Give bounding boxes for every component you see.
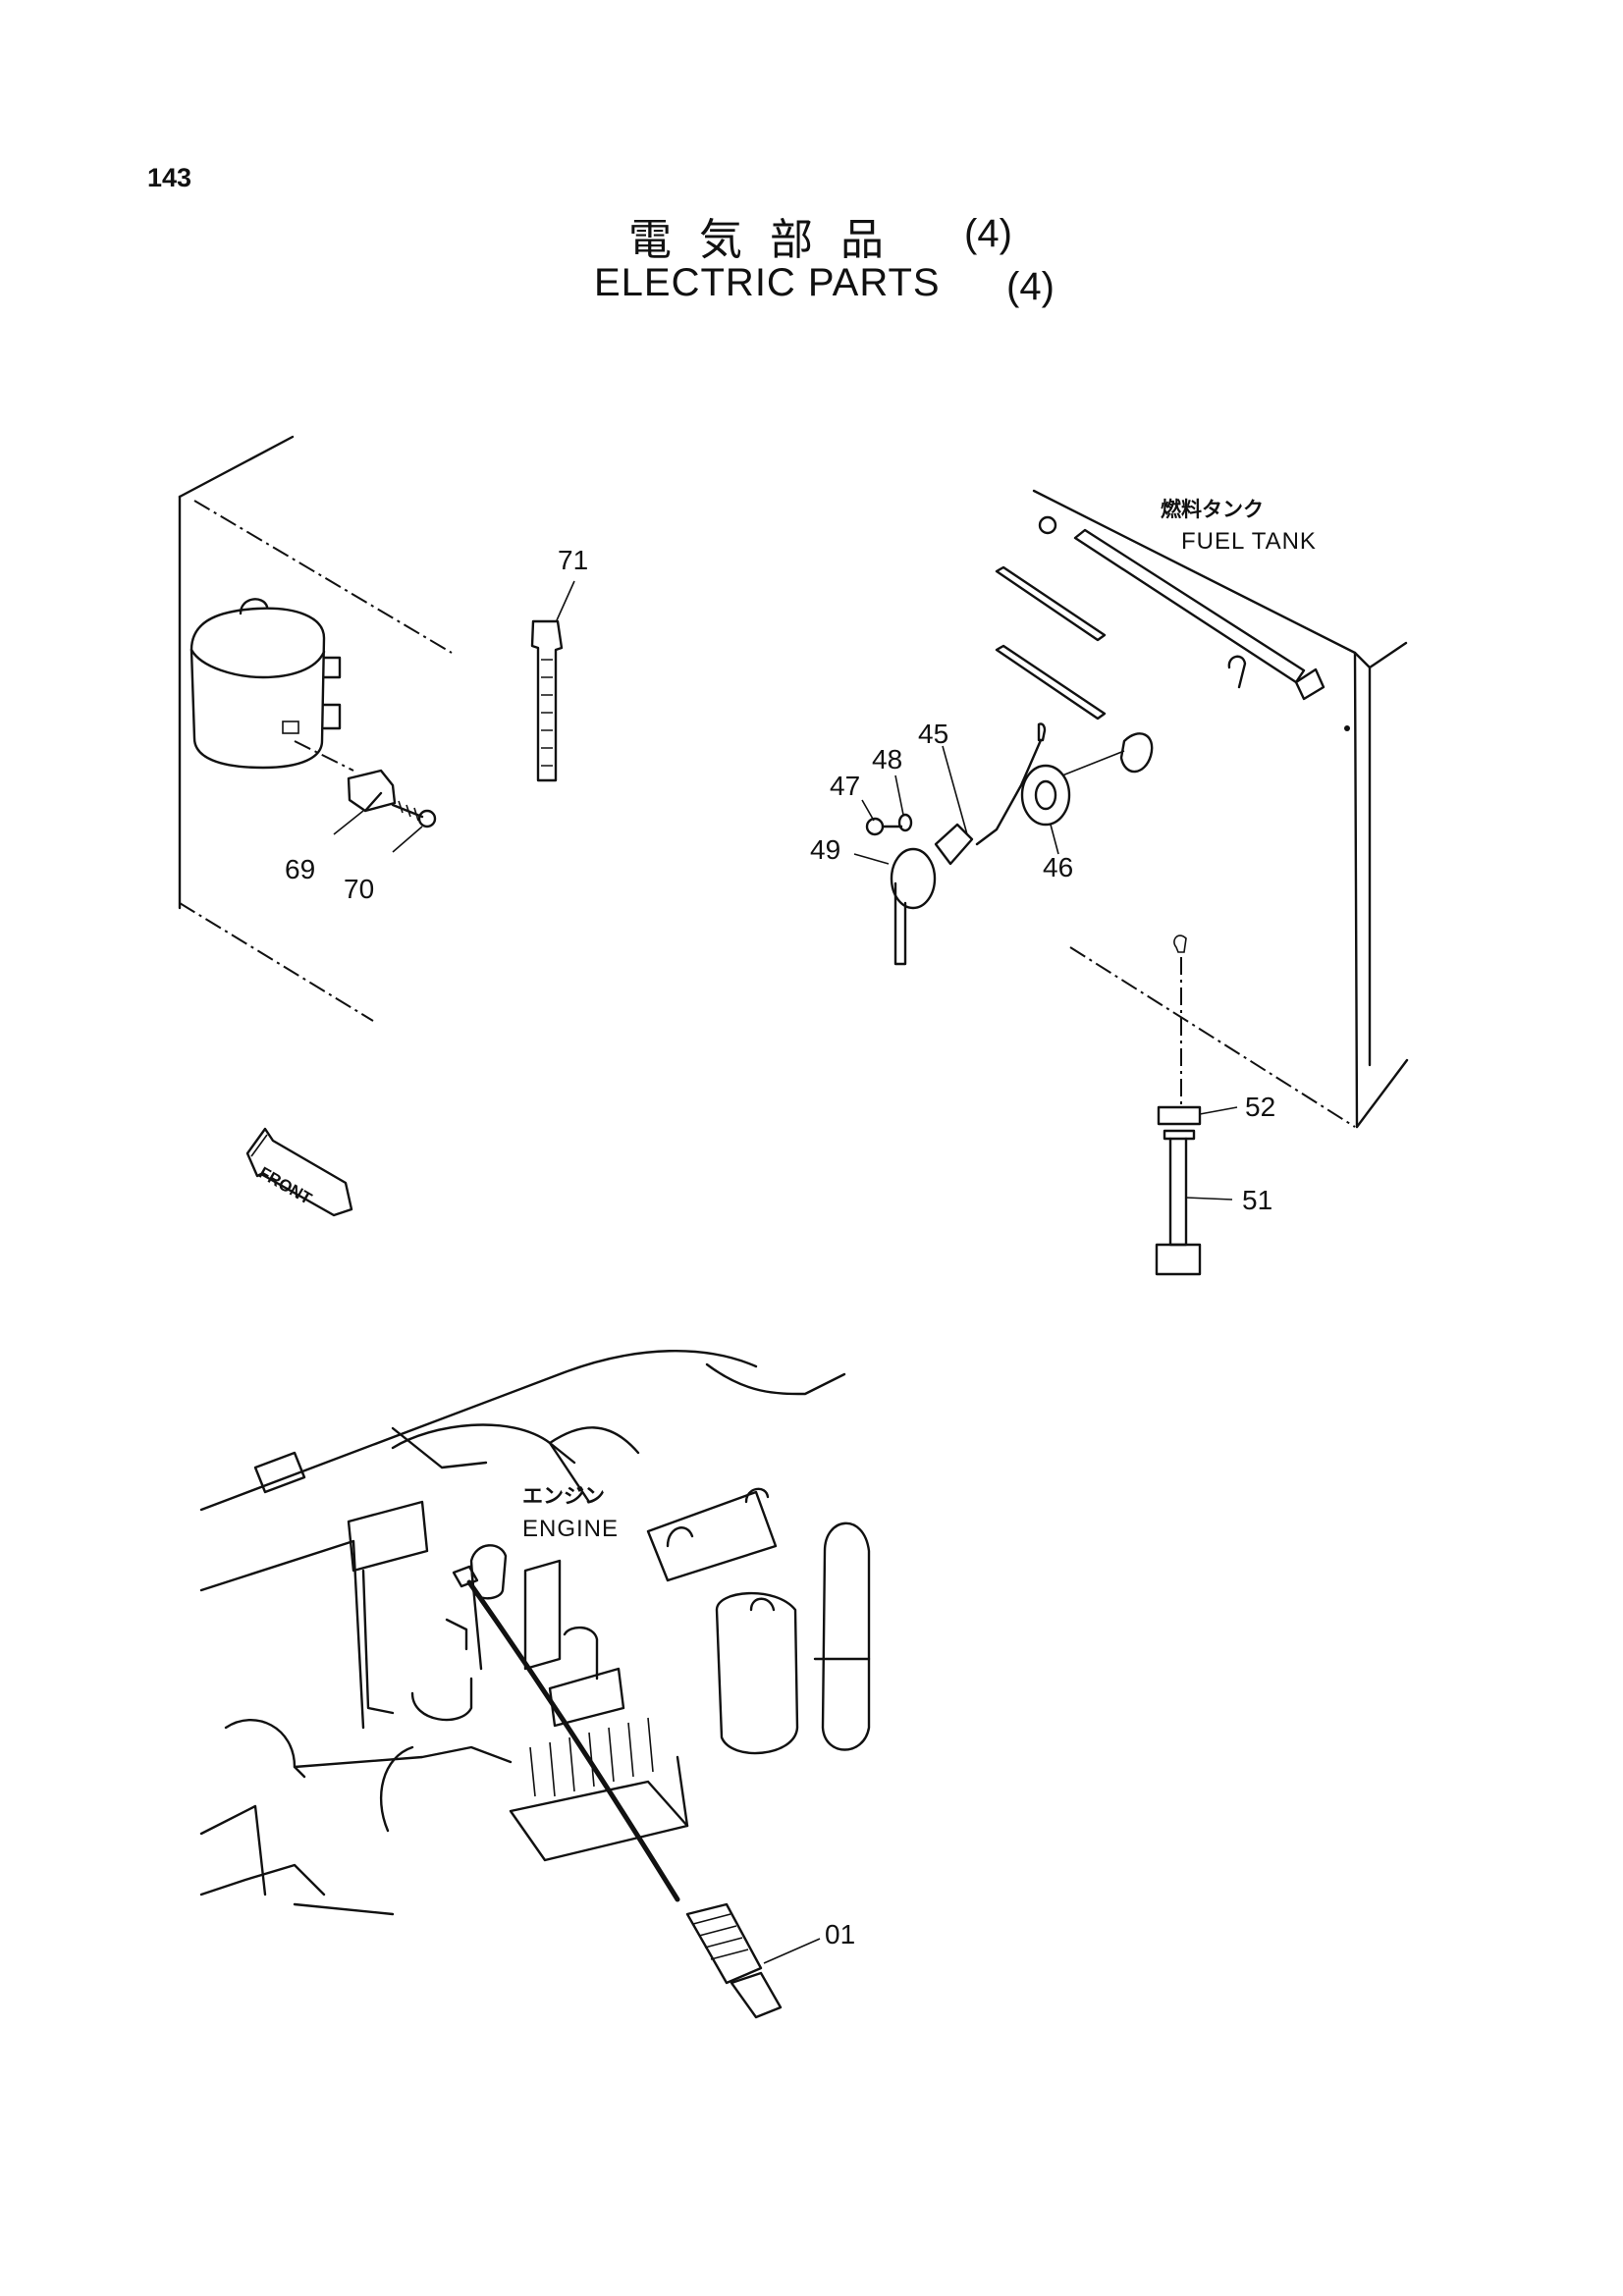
fuel-tank <box>1032 489 1409 1129</box>
part-number-51[interactable]: 51 <box>1242 1185 1273 1215</box>
washer-48 <box>894 774 913 832</box>
engine-block <box>199 1349 871 1916</box>
part-number-69[interactable]: 69 <box>285 854 316 884</box>
page-title-english-section: (4) <box>1006 265 1055 308</box>
part-number-45[interactable]: 45 <box>918 719 949 749</box>
fuel-tank-label-en: FUEL TANK <box>1181 528 1317 555</box>
reservoir-tank <box>189 598 342 770</box>
part-number-46[interactable]: 46 <box>1043 852 1074 882</box>
bracket-69 <box>294 740 397 835</box>
part-number-70[interactable]: 70 <box>344 874 375 904</box>
level-sender-45 <box>934 722 1047 866</box>
part-number-47[interactable]: 47 <box>830 771 861 801</box>
page-number: 143 <box>147 163 192 192</box>
part-number-48[interactable]: 48 <box>872 744 903 774</box>
fuel-tank-label-jp: 燃料タンク <box>1161 498 1264 521</box>
cable-tie-71 <box>530 580 575 782</box>
drain-valve-51-52 <box>1155 934 1238 1276</box>
gasket-46 <box>1020 732 1154 855</box>
part-number-52[interactable]: 52 <box>1245 1092 1276 1122</box>
part-number-71[interactable]: 71 <box>558 545 589 575</box>
bolt-70 <box>391 800 437 853</box>
temperature-sender-01 <box>452 1565 821 2019</box>
left-frame-panel <box>178 435 453 1022</box>
page-title-english: ELECTRIC PARTS <box>594 261 941 304</box>
page-title-japanese: 電気部品 <box>628 215 911 265</box>
screw-47 <box>861 799 903 836</box>
page-title-japanese-section: (4) <box>964 212 1012 255</box>
front-direction-arrow <box>245 1127 353 1217</box>
engine-label-jp: エンジン <box>522 1484 605 1508</box>
engine-label-en: ENGINE <box>522 1516 620 1542</box>
level-gauge-49 <box>853 847 937 966</box>
part-number-01[interactable]: 01 <box>825 1919 856 1949</box>
part-number-49[interactable]: 49 <box>810 834 841 865</box>
gaskets <box>995 565 1107 721</box>
